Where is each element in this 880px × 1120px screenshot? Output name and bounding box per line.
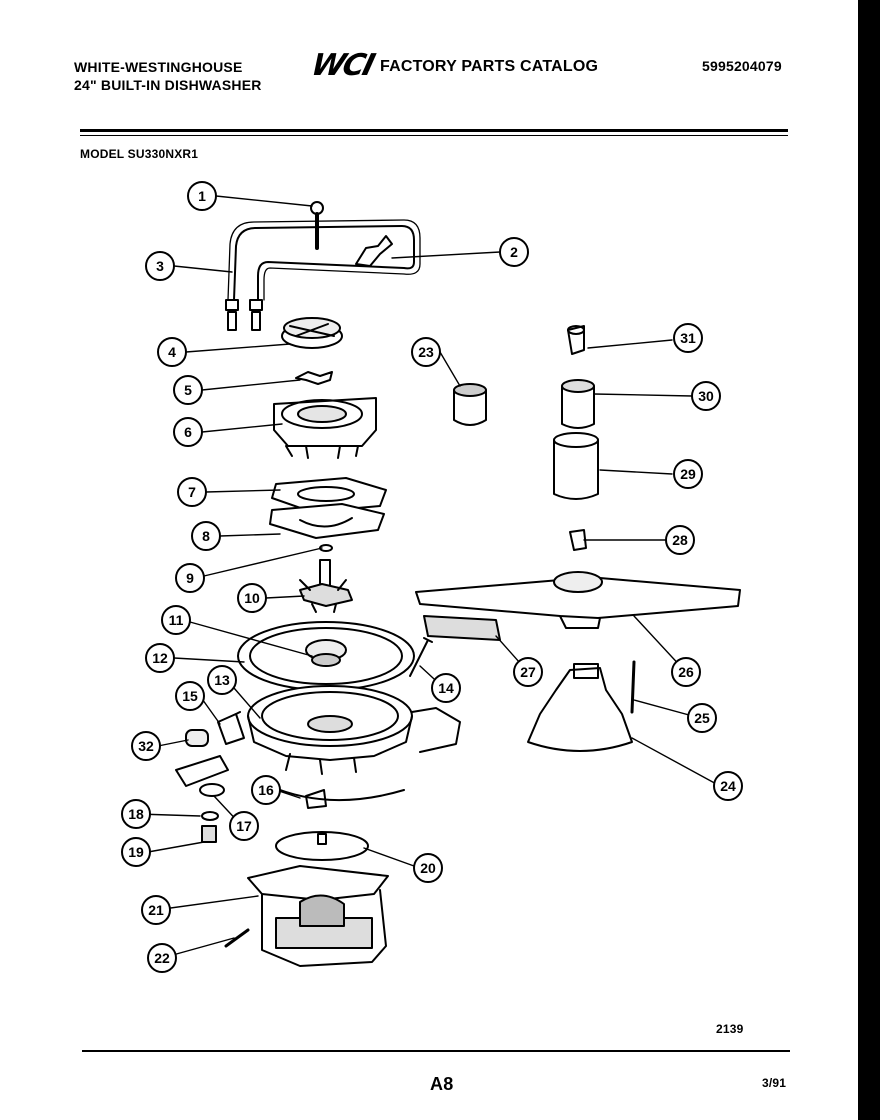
catalog-date: 3/91 xyxy=(762,1076,787,1090)
callout-17: 17 xyxy=(229,811,259,841)
screw-drawing xyxy=(409,637,433,677)
brand-name: WHITE-WESTINGHOUSE xyxy=(74,59,243,75)
drain-fittings-drawing xyxy=(175,713,245,843)
spacer-drawing xyxy=(453,383,487,426)
chopper-cap-drawing xyxy=(281,317,343,349)
footer-rule xyxy=(82,1050,790,1052)
callout-32: 32 xyxy=(131,731,161,761)
callout-5: 5 xyxy=(173,375,203,405)
callout-21: 21 xyxy=(141,895,171,925)
callout-15: 15 xyxy=(175,681,205,711)
leader-lines xyxy=(137,195,721,959)
svg-text:2: 2 xyxy=(510,244,518,260)
callout-13: 13 xyxy=(207,665,237,695)
header-rule-thin xyxy=(80,135,788,136)
callout-27: 27 xyxy=(513,657,543,687)
callout-10: 10 xyxy=(237,583,267,613)
svg-text:1: 1 xyxy=(198,188,206,204)
svg-text:21: 21 xyxy=(148,902,164,918)
svg-text:16: 16 xyxy=(258,782,274,798)
callout-7: 7 xyxy=(177,477,207,507)
callout-28: 28 xyxy=(665,525,695,555)
svg-text:19: 19 xyxy=(128,844,144,860)
svg-text:26: 26 xyxy=(678,664,694,680)
support-base-drawing xyxy=(527,660,636,752)
svg-text:27: 27 xyxy=(520,664,536,680)
diagram-reference-number: 2139 xyxy=(716,1022,744,1036)
svg-text:7: 7 xyxy=(188,484,196,500)
svg-text:6: 6 xyxy=(184,424,192,440)
svg-text:28: 28 xyxy=(672,532,688,548)
scan-edge xyxy=(858,0,880,1120)
svg-text:17: 17 xyxy=(236,818,252,834)
pump-housing-drawing xyxy=(273,397,377,459)
callout-23: 23 xyxy=(411,337,441,367)
callout-29: 29 xyxy=(673,459,703,489)
svg-text:29: 29 xyxy=(680,466,696,482)
callout-3: 3 xyxy=(145,251,175,281)
slinger-disc-drawing xyxy=(275,831,369,861)
model-label: MODEL SU330NXR1 xyxy=(80,147,199,161)
svg-text:9: 9 xyxy=(186,570,194,586)
svg-text:14: 14 xyxy=(438,680,454,696)
callout-16: 16 xyxy=(251,775,281,805)
callout-11: 11 xyxy=(161,605,191,635)
callout-8: 8 xyxy=(191,521,221,551)
svg-text:23: 23 xyxy=(418,344,434,360)
motor-drawing xyxy=(224,865,389,967)
svg-text:12: 12 xyxy=(152,650,168,666)
header-rule-thick xyxy=(80,129,788,132)
callout-25: 25 xyxy=(687,703,717,733)
svg-text:15: 15 xyxy=(182,688,198,704)
product-name: 24" BUILT-IN DISHWASHER xyxy=(74,77,262,93)
svg-text:11: 11 xyxy=(169,612,184,628)
brand-block: WHITE-WESTINGHOUSE 24" BUILT-IN DISHWASH… xyxy=(74,58,262,94)
svg-text:5: 5 xyxy=(184,382,192,398)
lower-spray-arm-drawing xyxy=(415,571,741,641)
svg-text:13: 13 xyxy=(214,672,230,688)
svg-text:25: 25 xyxy=(694,710,710,726)
callout-1: 1 xyxy=(187,181,217,211)
svg-text:18: 18 xyxy=(128,806,144,822)
svg-text:31: 31 xyxy=(680,330,696,346)
svg-text:8: 8 xyxy=(202,528,210,544)
svg-text:22: 22 xyxy=(154,950,170,966)
sump-base-drawing xyxy=(219,685,461,775)
catalog-title: FACTORY PARTS CATALOG xyxy=(380,58,599,75)
svg-text:20: 20 xyxy=(420,860,436,876)
clamp-drawing xyxy=(269,785,405,809)
callout-6: 6 xyxy=(173,417,203,447)
sump-ring-drawing xyxy=(237,621,415,691)
nut-drawing xyxy=(569,529,587,551)
svg-text:3: 3 xyxy=(156,258,164,274)
svg-text:10: 10 xyxy=(244,590,260,606)
callout-22: 22 xyxy=(147,943,177,973)
callout-30: 30 xyxy=(691,381,721,411)
spray-tube-drawing xyxy=(225,201,421,331)
callout-14: 14 xyxy=(431,673,461,703)
pump-plate-drawing xyxy=(269,477,387,539)
svg-text:30: 30 xyxy=(698,388,714,404)
spray-tower-drawing xyxy=(553,325,599,500)
callout-18: 18 xyxy=(121,799,151,829)
svg-text:4: 4 xyxy=(168,344,176,360)
chopper-blade-drawing xyxy=(295,371,333,385)
svg-text:24: 24 xyxy=(720,778,736,794)
page-number: A8 xyxy=(430,1074,454,1094)
callout-26: 26 xyxy=(671,657,701,687)
svg-text:32: 32 xyxy=(138,738,154,754)
callout-2: 2 xyxy=(499,237,529,267)
callout-19: 19 xyxy=(121,837,151,867)
callout-20: 20 xyxy=(413,853,443,883)
callout-24: 24 xyxy=(713,771,743,801)
callout-9: 9 xyxy=(175,563,205,593)
callout-31: 31 xyxy=(673,323,703,353)
impeller-drawing xyxy=(299,559,353,613)
callout-12: 12 xyxy=(145,643,175,673)
callout-4: 4 xyxy=(157,337,187,367)
catalog-part-number: 5995204079 xyxy=(702,58,782,74)
